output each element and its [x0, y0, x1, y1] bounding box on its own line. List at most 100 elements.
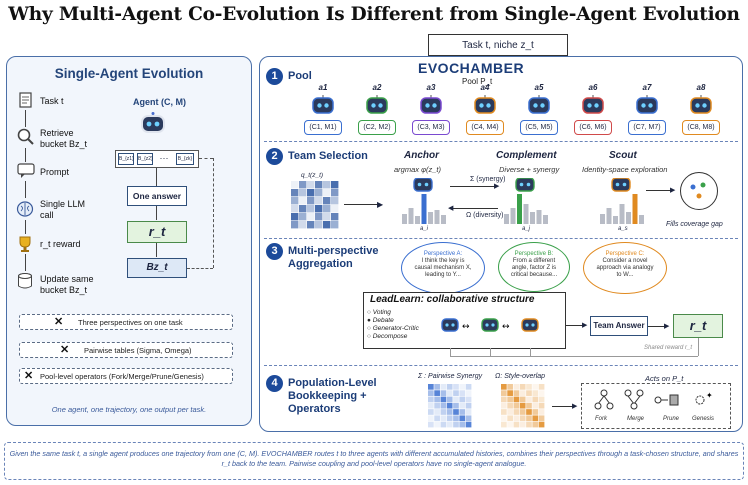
heatmap-cell	[526, 384, 532, 390]
heatmap-cell	[331, 221, 339, 229]
robot-icon	[474, 95, 496, 120]
heatmap-cell	[453, 390, 459, 396]
heatmap-cell	[519, 402, 526, 409]
section-4-number: 4	[266, 375, 283, 392]
limitation-1: ✕ Three perspectives on one task	[19, 314, 233, 330]
heatmap-cell	[440, 409, 447, 415]
robot-icon	[366, 95, 388, 120]
bar-glyph	[530, 212, 535, 224]
step-update: Update same bucket Bz_t	[40, 274, 94, 295]
heatmap-cell	[459, 402, 466, 409]
acts-title: Acts on P_t	[645, 374, 684, 383]
magnifier-icon	[17, 128, 34, 148]
heatmap-cell	[507, 415, 513, 422]
scout-sub: Identity-space exploration	[582, 165, 668, 174]
heatmap-cell	[315, 189, 323, 197]
heatmap-cell	[446, 409, 453, 415]
bar-glyph	[402, 214, 407, 224]
pool-agent-box[interactable]: (C5, M5)	[520, 120, 558, 135]
heatmap-cell	[307, 213, 315, 221]
scout-title: Scout	[609, 150, 637, 161]
bucket-cell: B_{z2}	[137, 153, 153, 165]
heatmap-cell	[538, 415, 545, 422]
bar-glyph	[613, 216, 618, 224]
pool-agent-box[interactable]: (C1, M1)	[304, 120, 342, 135]
pool-agent-label: a8	[696, 83, 706, 92]
heatmap-cell	[513, 390, 520, 396]
document-icon	[18, 92, 34, 110]
heatmap-cell	[428, 396, 434, 403]
bar-glyph	[517, 194, 522, 224]
heatmap-cell	[307, 221, 315, 229]
option-decompose[interactable]: ○ Decompose	[367, 333, 408, 340]
heatmap-cell	[532, 390, 539, 396]
option-generator-critic[interactable]: ○ Generator-Critic	[367, 325, 419, 332]
heatmap-cell	[526, 421, 532, 428]
reward-box: r_t	[127, 221, 187, 243]
heatmap-cell	[446, 396, 453, 403]
bar-glyph	[626, 212, 631, 224]
pool-agent-box[interactable]: (C6, M6)	[574, 120, 612, 135]
heatmap-cell	[453, 402, 459, 409]
heatmap-cell	[299, 197, 307, 205]
pool-agent-box[interactable]: (C7, M7)	[628, 120, 666, 135]
heatmap-cell	[501, 409, 507, 415]
operators-box	[581, 383, 731, 429]
heatmap-cell	[434, 384, 440, 390]
heatmap-cell	[526, 396, 532, 403]
coverage-label: Fills coverage gap	[666, 221, 723, 228]
pool-agent-box[interactable]: (C4, M4)	[466, 120, 504, 135]
heatmap-cell	[519, 415, 526, 422]
bucket-cell: B_{zk}	[176, 153, 194, 165]
heatmap-cell	[291, 197, 299, 205]
bar-glyph	[415, 216, 420, 224]
heatmap-cell	[507, 402, 513, 409]
heatmap-cell	[538, 409, 545, 415]
heatmap-cell	[446, 421, 453, 428]
robot-icon	[528, 95, 550, 120]
heatmap-cell	[434, 415, 440, 422]
heatmap-cell	[323, 221, 331, 229]
divider	[264, 238, 738, 239]
heatmap-cell	[331, 181, 339, 189]
pool-subtitle: Pool P_t	[462, 77, 493, 86]
chat-icon	[17, 163, 35, 181]
pool-agent-box[interactable]: (C8, M8)	[682, 120, 720, 135]
pool-agent-box[interactable]: (C3, M3)	[412, 120, 450, 135]
bucket-cell: B_{z1}	[118, 153, 134, 165]
option-voting[interactable]: ○ Voting	[367, 309, 391, 316]
heatmap-cell	[519, 390, 526, 396]
bucket-ellipsis: ···	[159, 153, 169, 163]
x-icon: ✕	[24, 370, 34, 382]
section-3-number: 3	[266, 243, 283, 260]
heatmap-cell	[519, 421, 526, 428]
bar-glyph	[523, 204, 529, 224]
heatmap-cell	[465, 402, 472, 409]
heatmap-cell	[428, 390, 434, 396]
heatmap-cell	[465, 421, 472, 428]
evochamber-panel	[259, 56, 743, 432]
heatmap-cell	[538, 421, 545, 428]
bar-glyph	[441, 215, 446, 224]
heatmap-cell	[465, 409, 472, 415]
heatmap-cell	[446, 415, 453, 422]
coverage-circle	[680, 172, 718, 210]
pool-agent-box[interactable]: (C2, M2)	[358, 120, 396, 135]
heatmap-cell	[440, 384, 447, 390]
heatmap-cell	[291, 205, 299, 213]
heatmap-cell	[440, 421, 447, 428]
team-robots: ↔ ↔	[440, 316, 560, 334]
step-reward: r_t reward	[40, 239, 81, 249]
option-debate[interactable]: ● Debate	[367, 317, 394, 324]
section-2-number: 2	[266, 148, 283, 165]
heatmap-cell	[307, 189, 315, 197]
heatmap-cell	[428, 402, 434, 409]
heatmap-cell	[532, 396, 539, 403]
heatmap-cell	[465, 390, 472, 396]
section-3-label: Multi-perspective Aggregation	[288, 245, 379, 270]
step-retrieve: Retrieve bucket Bz_t	[40, 128, 88, 149]
pool-agent-label: a5	[534, 83, 544, 92]
section-1-number: 1	[266, 68, 283, 85]
heatmap-cell	[507, 409, 513, 415]
evochamber-title: EVOCHAMBER	[418, 60, 525, 76]
